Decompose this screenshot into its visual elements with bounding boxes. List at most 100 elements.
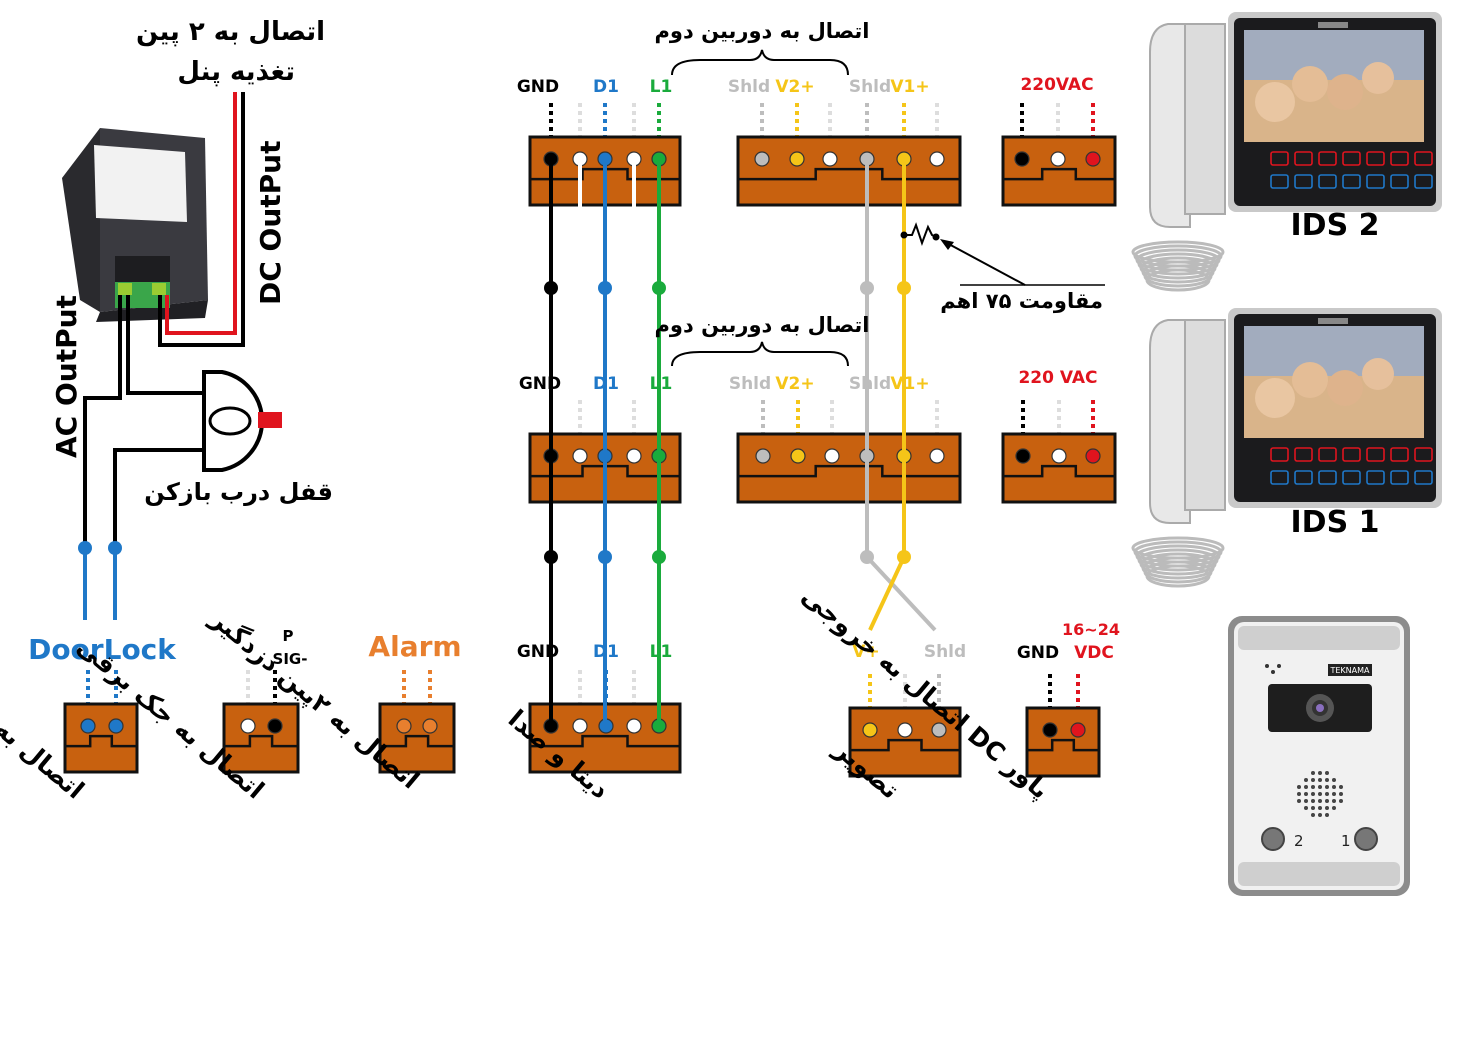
- doorlock-label: DoorLock: [28, 633, 177, 666]
- vac-label: 220 VAC: [1018, 368, 1097, 388]
- terminal-pin: [572, 448, 588, 464]
- terminal-body: [848, 706, 962, 778]
- junction-dots: [544, 281, 666, 564]
- monitor-key: [1342, 447, 1361, 462]
- terminal-body: [1001, 432, 1117, 504]
- terminal-pin: [572, 718, 588, 734]
- dc-range-label: 16~24: [1062, 620, 1120, 639]
- terminal-pin: [1085, 151, 1101, 167]
- monitor-ids1: [1131, 308, 1442, 588]
- dc-vdc-label: VDC: [1074, 643, 1114, 663]
- monitor-key: [1342, 470, 1361, 485]
- terminal-pin: [626, 718, 642, 734]
- terminal-pin: [931, 722, 947, 738]
- terminal-pin: [929, 448, 945, 464]
- row-bottom-labels: DoorLock P SIG- Alarm GND D1 L1 V+ Shld …: [28, 620, 1120, 668]
- monitor-key: [1318, 470, 1337, 485]
- v1-label: V1+: [890, 77, 929, 97]
- handset: [1149, 319, 1191, 524]
- monitor-top-label: IDS 2: [1291, 208, 1380, 243]
- terminal-block: [736, 400, 962, 504]
- resistor-caption: مقاومت ۷۵ اهم: [940, 289, 1103, 313]
- door-lock-device: [202, 370, 282, 472]
- monitor-key: [1414, 447, 1433, 462]
- speaker-grill: [1297, 771, 1343, 817]
- d1-label: D1: [593, 374, 619, 394]
- terminal-pin: [1070, 722, 1086, 738]
- panel-power-text-line2: تغذیه پنل: [177, 57, 295, 87]
- v1-label: V1+: [890, 374, 929, 394]
- gnd-label: GND: [519, 374, 561, 394]
- terminal-pin: [789, 151, 805, 167]
- dc-output-wires: [158, 92, 245, 347]
- monitor-key: [1390, 151, 1409, 166]
- row-top-labels: GND D1 L1 Shld V2+ Shld V1+ 220VAC: [517, 75, 1094, 97]
- monitor-key: [1366, 447, 1385, 462]
- dc-gnd-label: GND: [1017, 643, 1059, 663]
- shld-label: Shld: [728, 77, 770, 97]
- monitor-key: [1342, 151, 1361, 166]
- monitor-key: [1342, 174, 1361, 189]
- gnd-label: GND: [517, 642, 559, 662]
- terminal-pin: [80, 718, 96, 734]
- shld-label: Shld: [849, 77, 891, 97]
- terminal-block: [378, 670, 456, 774]
- second-camera-brace-top: [671, 49, 849, 76]
- monitor-ids2: [1131, 12, 1442, 292]
- panel-power-text-line1: اتصال به ۲ پین: [136, 17, 325, 47]
- button-2-label: 2: [1294, 832, 1304, 850]
- monitor-key: [1414, 151, 1433, 166]
- gnd-label: GND: [517, 77, 559, 97]
- terminal-pin: [626, 448, 642, 464]
- video-wires: [860, 160, 937, 632]
- door-panel: TEKNAMA 2 1: [1228, 616, 1410, 896]
- p-label: P: [283, 627, 294, 645]
- terminal-pin: [1050, 151, 1066, 167]
- terminal-pin: [822, 151, 838, 167]
- vplus-label: V+: [852, 642, 879, 662]
- terminal-pin: [929, 151, 945, 167]
- second-camera-caption-mid: اتصال به دوربین دوم: [655, 313, 870, 337]
- terminal-pin: [1015, 448, 1031, 464]
- ac-output-label: AC OutPut: [50, 295, 83, 458]
- door-lock-caption: قفل درب بازکن: [144, 478, 333, 506]
- terminal-block: [1025, 674, 1101, 778]
- terminal-pin: [1042, 722, 1058, 738]
- monitor-key: [1390, 470, 1409, 485]
- terminal-pin: [754, 151, 770, 167]
- d1-label: D1: [593, 77, 619, 97]
- terminal-body: [378, 702, 456, 774]
- row-mid-labels: GND D1 L1 Shld V2+ Shld V1+ 220 VAC: [519, 368, 1098, 394]
- terminal-block: [736, 103, 962, 207]
- terminal-block: [1001, 103, 1117, 207]
- data-audio-wires: [549, 160, 661, 725]
- monitor-key: [1318, 174, 1337, 189]
- terminal-pin: [1014, 151, 1030, 167]
- monitor-key: [1270, 174, 1289, 189]
- terminal-pin: [897, 722, 913, 738]
- v2-label: V2+: [775, 374, 814, 394]
- terminal-block: [1001, 400, 1117, 504]
- monitor-key: [1270, 151, 1289, 166]
- monitor-key: [1366, 151, 1385, 166]
- door-panel-brand: TEKNAMA: [1329, 666, 1370, 675]
- terminal-pin: [1085, 448, 1101, 464]
- monitor-key: [1294, 447, 1313, 462]
- monitor-key: [1414, 470, 1433, 485]
- second-camera-brace-mid: [671, 341, 849, 367]
- monitor-key: [1270, 447, 1289, 462]
- terminal-block: [63, 670, 139, 774]
- terminal-pin: [108, 718, 124, 734]
- button-1-label: 1: [1341, 832, 1351, 850]
- second-camera-caption-top: اتصال به دوربین دوم: [655, 19, 870, 43]
- handset: [1149, 23, 1191, 228]
- monitor-key: [1390, 447, 1409, 462]
- monitor-key: [1294, 174, 1313, 189]
- vac-label: 220VAC: [1020, 75, 1093, 95]
- resistor-75-ohm: [900, 222, 1105, 286]
- shld-label: Shld: [849, 374, 891, 394]
- terminal-pin: [422, 718, 438, 734]
- terminal-body: [222, 702, 300, 774]
- terminal-body: [1001, 135, 1117, 207]
